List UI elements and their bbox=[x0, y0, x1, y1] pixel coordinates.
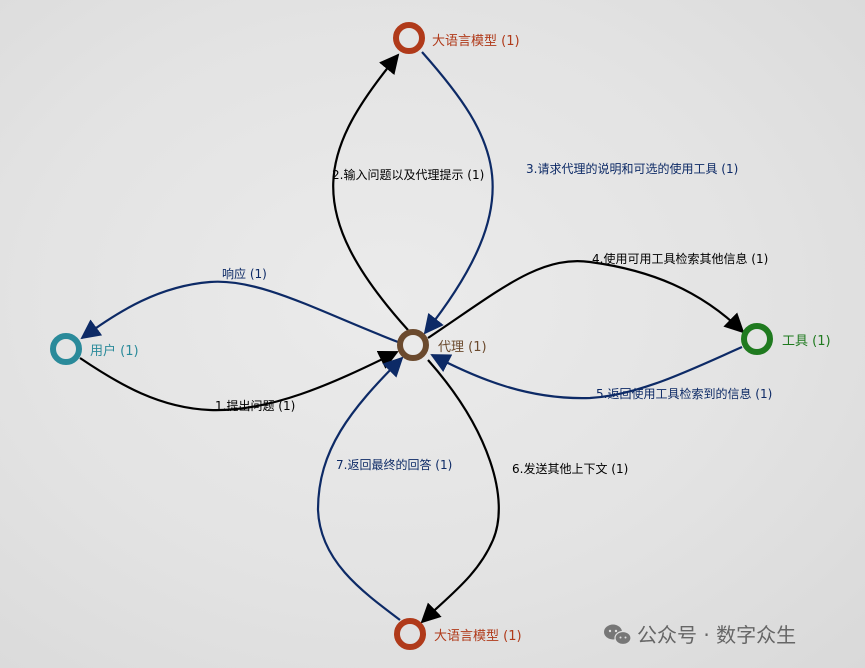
edge-agent-to-tool bbox=[427, 260, 745, 339]
edge-user-to-agent bbox=[79, 350, 399, 412]
edge-label-request: 3.请求代理的说明和可选的使用工具 (1) bbox=[526, 161, 738, 176]
edge-label-final: 7.返回最终的回答 (1) bbox=[336, 457, 452, 472]
edge-label-use-tool: 4.使用可用工具检索其他信息 (1) bbox=[592, 251, 768, 266]
edge-labels: 2.输入问题以及代理提示 (1) 3.请求代理的说明和可选的使用工具 (1) 4… bbox=[215, 161, 772, 476]
node-label-agent: 代理 (1) bbox=[438, 340, 487, 355]
watermark: 公众号 · 数字众生 bbox=[604, 623, 796, 647]
edge-label-input: 2.输入问题以及代理提示 (1) bbox=[332, 167, 484, 182]
edge-agent-to-llm-top bbox=[332, 53, 409, 331]
edge-label-context: 6.发送其他上下文 (1) bbox=[512, 461, 628, 476]
edge-label-return-tool: 5.返回使用工具检索到的信息 (1) bbox=[596, 386, 772, 401]
node-tool[interactable]: 工具 (1) bbox=[741, 323, 831, 355]
node-llm-top[interactable]: 大语言模型 (1) bbox=[393, 22, 520, 54]
watermark-text: 公众号 · 数字众生 bbox=[637, 623, 796, 647]
edge-label-ask: 1.提出问题 (1) bbox=[215, 398, 295, 413]
node-user[interactable]: 用户 (1) bbox=[50, 333, 139, 365]
edge-llm-top-to-agent bbox=[421, 51, 494, 335]
edges bbox=[79, 51, 745, 624]
node-agent[interactable]: 代理 (1) bbox=[397, 329, 487, 361]
edge-label-response: 响应 (1) bbox=[222, 266, 267, 281]
wechat-icon bbox=[604, 624, 632, 646]
edge-agent-to-llm-bottom bbox=[420, 359, 500, 624]
edge-tool-to-agent bbox=[430, 345, 743, 400]
nodes: 大语言模型 (1) 用户 (1) 代理 (1) 工具 (1) 大语言模型 (1) bbox=[50, 22, 831, 650]
node-llm-bottom[interactable]: 大语言模型 (1) bbox=[394, 618, 522, 650]
edge-agent-to-user bbox=[80, 280, 399, 344]
node-label-llm-bottom: 大语言模型 (1) bbox=[434, 629, 522, 644]
node-label-tool: 工具 (1) bbox=[782, 334, 831, 349]
node-label-user: 用户 (1) bbox=[90, 343, 139, 359]
node-label-llm-top: 大语言模型 (1) bbox=[432, 34, 520, 49]
edge-llm-bottom-to-agent bbox=[316, 356, 404, 621]
